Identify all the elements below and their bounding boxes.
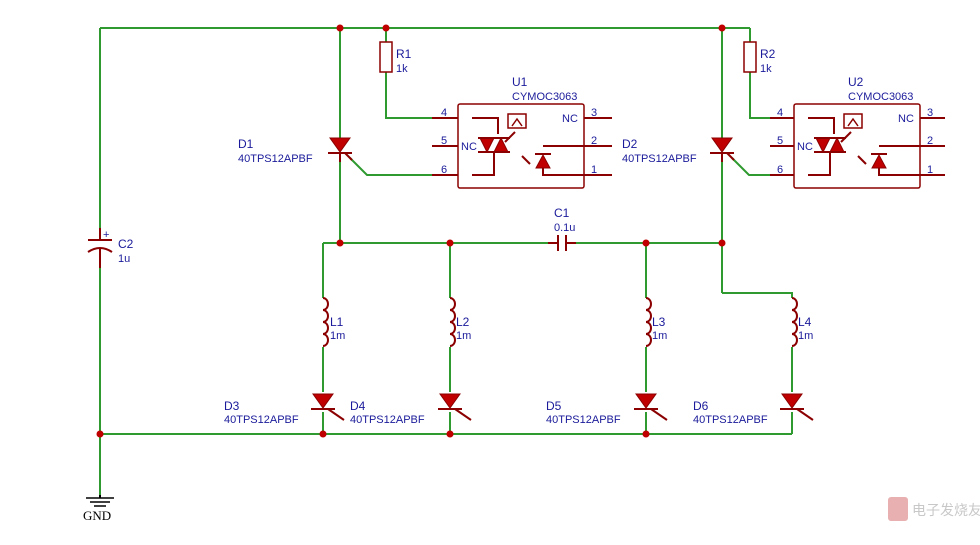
- watermark: 电子发烧友: [888, 497, 980, 521]
- optocoupler-u1: 4 5 6 3 2 1 NC NC: [432, 103, 612, 189]
- u1-value: CYMOC3063: [512, 91, 577, 103]
- l3-ref: L3: [652, 315, 666, 329]
- wires: [99, 27, 945, 495]
- u2-pin4: 4: [777, 107, 783, 119]
- u2-ref: U2: [848, 75, 864, 89]
- c2-value: 1u: [118, 253, 130, 265]
- capacitor-c2: + C2 1u: [87, 228, 134, 268]
- c1-value: 0.1u: [554, 222, 575, 234]
- thyristor-d3: D3 40TPS12APBF: [224, 393, 345, 426]
- l4-value: 1m: [798, 330, 813, 342]
- l2-value: 1m: [456, 330, 471, 342]
- u2-pin3: 3: [927, 107, 933, 119]
- c2-ref: C2: [118, 237, 134, 251]
- thyristor-d1: D1 40TPS12APBF: [238, 137, 353, 165]
- inductor-l3: L3 1m: [645, 297, 667, 347]
- u2-nc-right: NC: [898, 113, 914, 125]
- d3-value: 40TPS12APBF: [224, 414, 299, 426]
- d5-ref: D5: [546, 399, 562, 413]
- ground-symbol: GND: [83, 495, 114, 523]
- u2-pin5: 5: [777, 135, 783, 147]
- u1-pin5: 5: [441, 135, 447, 147]
- u2-pin6: 6: [777, 164, 783, 176]
- l1-value: 1m: [330, 330, 345, 342]
- optocoupler-u2: 4 5 6 3 2 1 NC NC: [770, 103, 945, 189]
- u2-nc-left: NC: [797, 141, 813, 153]
- u2-value: CYMOC3063: [848, 91, 913, 103]
- u1-pin3: 3: [591, 107, 597, 119]
- resistor-r1: R1 1k: [379, 41, 412, 75]
- inductor-l2: L2 1m: [449, 297, 471, 347]
- r2-value: 1k: [760, 63, 772, 75]
- d1-value: 40TPS12APBF: [238, 153, 313, 165]
- junctions: [96, 24, 726, 438]
- l1-ref: L1: [330, 315, 344, 329]
- d6-ref: D6: [693, 399, 709, 413]
- thyristor-d6: D6 40TPS12APBF: [693, 393, 814, 426]
- u1-pin2: 2: [591, 135, 597, 147]
- d1-ref: D1: [238, 137, 254, 151]
- u1-pin4: 4: [441, 107, 447, 119]
- d3-ref: D3: [224, 399, 240, 413]
- capacitor-c1: C1 0.1u: [548, 206, 576, 251]
- watermark-logo-icon: [888, 497, 908, 521]
- c1-ref: C1: [554, 206, 570, 220]
- u1-pin1: 1: [591, 164, 597, 176]
- r2-ref: R2: [760, 47, 776, 61]
- thyristor-d4: D4 40TPS12APBF: [350, 393, 472, 426]
- u1-pin6: 6: [441, 164, 447, 176]
- inductor-l1: L1 1m: [322, 297, 345, 347]
- d4-value: 40TPS12APBF: [350, 414, 425, 426]
- l3-value: 1m: [652, 330, 667, 342]
- d2-value: 40TPS12APBF: [622, 153, 697, 165]
- thyristor-d5: D5 40TPS12APBF: [546, 393, 668, 426]
- d5-value: 40TPS12APBF: [546, 414, 621, 426]
- r1-ref: R1: [396, 47, 412, 61]
- l2-ref: L2: [456, 315, 470, 329]
- thyristor-d2: D2 40TPS12APBF: [622, 137, 735, 165]
- l4-ref: L4: [798, 315, 812, 329]
- d6-value: 40TPS12APBF: [693, 414, 768, 426]
- watermark-text: 电子发烧友: [912, 502, 980, 518]
- u1-ref: U1: [512, 75, 528, 89]
- u1-nc-left: NC: [461, 141, 477, 153]
- d2-ref: D2: [622, 137, 638, 151]
- resistor-r2: R2 1k: [743, 41, 776, 75]
- u2-pin2: 2: [927, 135, 933, 147]
- ground-label: GND: [83, 508, 111, 523]
- r1-value: 1k: [396, 63, 408, 75]
- d4-ref: D4: [350, 399, 366, 413]
- c2-plus: +: [103, 229, 109, 241]
- inductor-l4: L4 1m: [791, 297, 813, 347]
- u1-nc-right: NC: [562, 113, 578, 125]
- u2-pin1: 1: [927, 164, 933, 176]
